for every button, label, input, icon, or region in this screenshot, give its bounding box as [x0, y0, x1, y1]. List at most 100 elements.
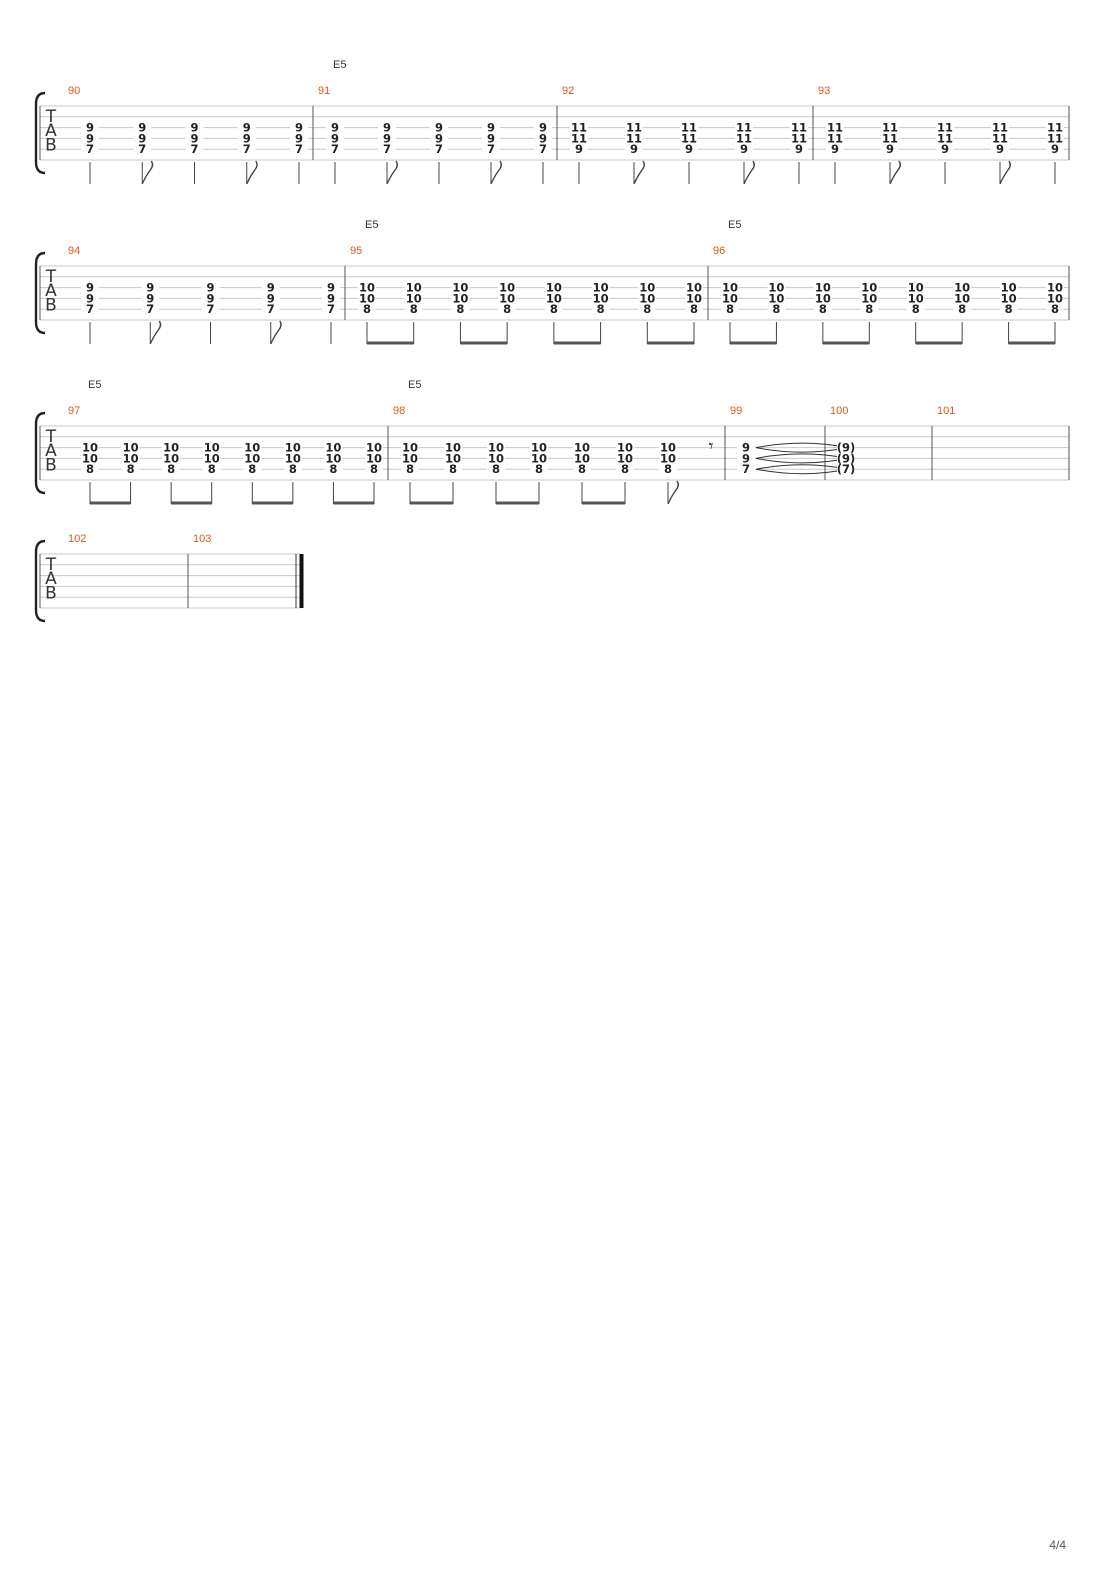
fret-number: 10 — [660, 451, 676, 465]
fret-mask — [81, 282, 99, 293]
fret-number: 8 — [167, 462, 175, 476]
measure-number: 100 — [830, 405, 848, 417]
fret-mask — [680, 144, 698, 155]
measure-number: 93 — [818, 85, 830, 97]
tie-arc — [755, 457, 849, 464]
fret-mask — [616, 442, 634, 453]
fret-mask — [482, 144, 500, 155]
fret-mask — [482, 122, 500, 133]
fret-number: 10 — [1047, 281, 1063, 295]
fret-mask — [444, 464, 462, 475]
fret-number: 10 — [546, 291, 562, 305]
fret-number: 10 — [163, 451, 179, 465]
system-bracket — [34, 539, 46, 623]
fret-number: 10 — [660, 441, 676, 455]
fret-mask — [837, 464, 855, 475]
fret-number: 11 — [992, 121, 1008, 135]
fret-mask — [237, 144, 256, 155]
fret-mask — [544, 293, 563, 304]
beat: 997 — [81, 281, 99, 344]
fret-number: 7 — [742, 462, 750, 476]
fret-mask — [570, 144, 588, 155]
fret-number: 9 — [941, 142, 949, 156]
fret-mask — [638, 304, 657, 315]
note-flag — [141, 160, 154, 185]
fret-number: 10 — [204, 451, 220, 465]
fret-number: 9 — [331, 131, 339, 145]
note-beam — [171, 501, 212, 505]
fret-mask — [378, 122, 396, 133]
note-beam — [367, 341, 414, 345]
fret-mask — [487, 453, 505, 464]
fret-number: 11 — [791, 131, 807, 145]
fret-mask — [358, 304, 376, 315]
fret-number: 11 — [681, 131, 697, 145]
measure: 97E5101081010810108101081010810108101081… — [68, 379, 383, 505]
fret-number: 8 — [503, 302, 511, 316]
fret-number: 9 — [539, 131, 547, 145]
fret-mask — [401, 464, 419, 475]
fret-mask — [790, 144, 808, 155]
fret-mask — [498, 282, 517, 293]
measure: 95E5101081010810108101081010810108101081… — [350, 219, 703, 345]
measure-number: 94 — [68, 245, 80, 257]
eighth-rest: 𝄾 — [709, 436, 714, 457]
fret-mask — [133, 133, 152, 144]
fret-number: 9 — [86, 131, 94, 145]
fret-number: 9 — [138, 121, 146, 135]
fret-mask — [936, 133, 954, 144]
fret-mask — [721, 282, 739, 293]
fret-number: 7 — [86, 302, 94, 316]
fret-mask — [162, 464, 181, 475]
fret-number: 9 — [383, 131, 391, 145]
beat: 997 — [378, 121, 398, 185]
fret-number: 9 — [190, 121, 198, 135]
fret-number: 9 — [86, 281, 94, 295]
fret-mask — [401, 442, 419, 453]
fret-number: 7 — [267, 302, 275, 316]
fret-mask — [999, 304, 1018, 315]
fret-mask — [378, 144, 396, 155]
fret-mask — [81, 464, 99, 475]
fret-mask — [735, 144, 753, 155]
fret-number: 10 — [366, 451, 382, 465]
fret-mask — [324, 442, 343, 453]
fret-number: 8 — [1005, 302, 1013, 316]
fret-number: 8 — [664, 462, 672, 476]
fret-number: 9 — [267, 291, 275, 305]
fret-mask — [133, 144, 152, 155]
fret-mask — [444, 453, 462, 464]
note-beam — [410, 501, 453, 505]
fret-number: (7) — [837, 462, 856, 476]
beat: 997 — [261, 281, 282, 345]
fret-mask — [813, 304, 832, 315]
fret-mask — [737, 464, 755, 475]
fret-mask — [735, 122, 753, 133]
fret-number: 8 — [690, 302, 698, 316]
beat: (9)(9)(7) — [837, 441, 856, 477]
fret-mask — [283, 464, 302, 475]
fret-mask — [141, 293, 160, 304]
fret-mask — [324, 453, 343, 464]
fret-mask — [813, 293, 832, 304]
fret-mask — [680, 133, 698, 144]
fret-mask — [237, 133, 256, 144]
fret-mask — [324, 464, 343, 475]
fret-number: 9 — [86, 291, 94, 305]
fret-number: 8 — [643, 302, 651, 316]
fret-mask — [573, 453, 591, 464]
fret-number: 8 — [958, 302, 966, 316]
fret-mask — [487, 464, 505, 475]
clef-letter-a: A — [45, 281, 57, 301]
fret-number: 8 — [456, 302, 464, 316]
measure-number: 99 — [730, 405, 742, 417]
